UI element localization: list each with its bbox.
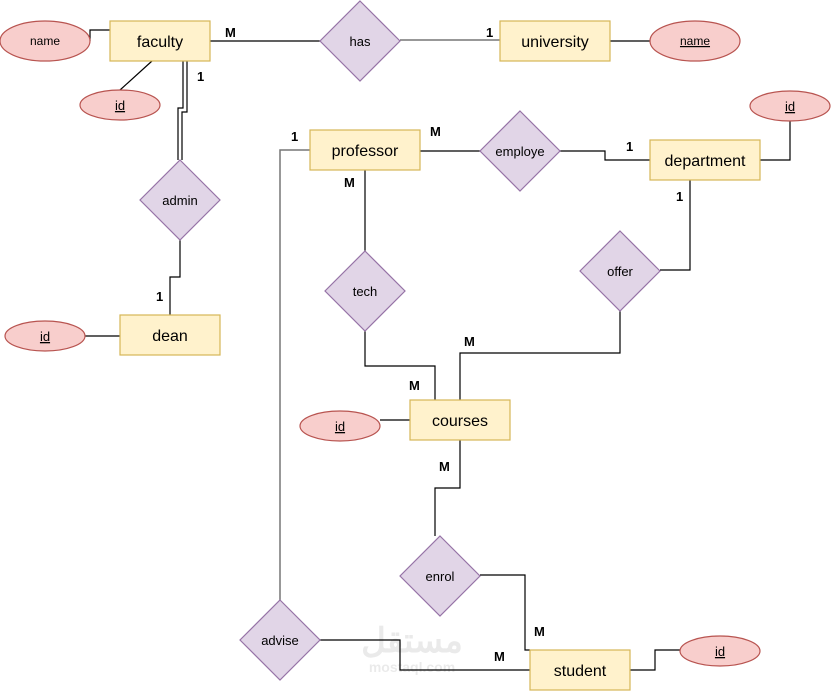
entity-label: courses <box>432 413 488 430</box>
connector-advise-student <box>320 639 530 671</box>
entity-label: faculty <box>137 34 183 51</box>
cardinality-student-enrol: M <box>534 624 545 639</box>
cardinality-faculty-admin: 1 <box>197 69 204 84</box>
attribute-department-id[interactable]: id <box>749 90 831 122</box>
relationship-label: tech <box>353 284 378 299</box>
relationship-admin[interactable]: admin <box>139 159 221 241</box>
cardinality-professor-employe: M <box>430 124 441 139</box>
relationship-enrol[interactable]: enrol <box>399 535 481 617</box>
attribute-label: id <box>785 99 795 114</box>
connector-courses-enrol <box>434 440 461 536</box>
cardinality-university-has: 1 <box>486 25 493 40</box>
relationship-offer[interactable]: offer <box>579 230 661 312</box>
connector-faculty-id <box>119 60 153 91</box>
cardinality-courses-offer: M <box>464 334 475 349</box>
entity-professor[interactable]: professor <box>309 129 421 171</box>
cardinality-courses-enrol: M <box>439 459 450 474</box>
entity-department[interactable]: department <box>649 139 761 181</box>
entity-label: dean <box>152 328 188 345</box>
cardinality-dean-admin: 1 <box>156 289 163 304</box>
cardinality-faculty-has: M <box>225 25 236 40</box>
connector-admin-dean <box>169 240 181 315</box>
connector-tech-courses <box>364 331 436 400</box>
connector-department-offer <box>660 180 691 271</box>
entity-dean[interactable]: dean <box>119 314 221 356</box>
relationship-label: employe <box>495 144 544 159</box>
connector-faculty-admin-a <box>177 61 184 160</box>
relationship-tech[interactable]: tech <box>324 250 406 332</box>
connector-student-id <box>630 649 680 671</box>
connector-faculty-admin-b <box>181 61 188 160</box>
relationship-label: enrol <box>426 569 455 584</box>
attribute-student-id[interactable]: id <box>679 635 761 667</box>
relationship-label: advise <box>261 633 299 648</box>
cardinality-courses-tech: M <box>409 378 420 393</box>
entity-faculty[interactable]: faculty <box>109 20 211 62</box>
entity-label: department <box>665 153 746 170</box>
cardinality-department-offer: 1 <box>676 189 683 204</box>
attribute-label: id <box>715 644 725 659</box>
attribute-label: id <box>335 419 345 434</box>
connectors <box>85 29 791 671</box>
connector-enrol-student <box>480 574 530 651</box>
attribute-university-name[interactable]: name <box>649 20 741 62</box>
attribute-label: name <box>30 34 60 48</box>
connector-faculty-name <box>89 29 110 41</box>
relationship-label: has <box>350 34 371 49</box>
relationship-employe[interactable]: employe <box>479 110 561 192</box>
entity-university[interactable]: university <box>499 20 611 62</box>
attribute-label: id <box>40 329 50 344</box>
cardinality-professor-advise: 1 <box>291 129 298 144</box>
entity-label: professor <box>332 143 399 160</box>
entity-courses[interactable]: courses <box>409 399 511 441</box>
cardinality-department-employe: 1 <box>626 139 633 154</box>
watermark-arabic: مستقل <box>361 622 463 660</box>
cardinality-professor-tech: M <box>344 175 355 190</box>
connector-professor-advise <box>279 149 310 600</box>
attribute-courses-id[interactable]: id <box>299 410 381 442</box>
relationship-label: admin <box>162 193 197 208</box>
cardinalities: M 1 1 1 1 M M 1 1 M M M M M <box>156 25 683 664</box>
relationship-has[interactable]: has <box>319 0 401 82</box>
cardinality-student-advise: M <box>494 649 505 664</box>
entity-label: student <box>554 663 607 680</box>
connector-offer-courses <box>459 311 621 400</box>
entity-label: university <box>521 34 589 51</box>
attribute-dean-id[interactable]: id <box>4 320 86 352</box>
attribute-label: id <box>115 98 125 113</box>
attribute-label: name <box>680 34 710 48</box>
relationship-advise[interactable]: advise <box>239 599 321 681</box>
relationship-label: offer <box>607 264 633 279</box>
attribute-faculty-name[interactable]: name <box>0 20 91 62</box>
watermark: مستقل mostaql.com <box>361 622 463 675</box>
attribute-faculty-id[interactable]: id <box>79 89 161 121</box>
entity-student[interactable]: student <box>529 649 631 691</box>
connector-employe-department <box>560 150 650 161</box>
connector-department-id <box>760 121 791 161</box>
watermark-latin: mostaql.com <box>369 659 455 675</box>
